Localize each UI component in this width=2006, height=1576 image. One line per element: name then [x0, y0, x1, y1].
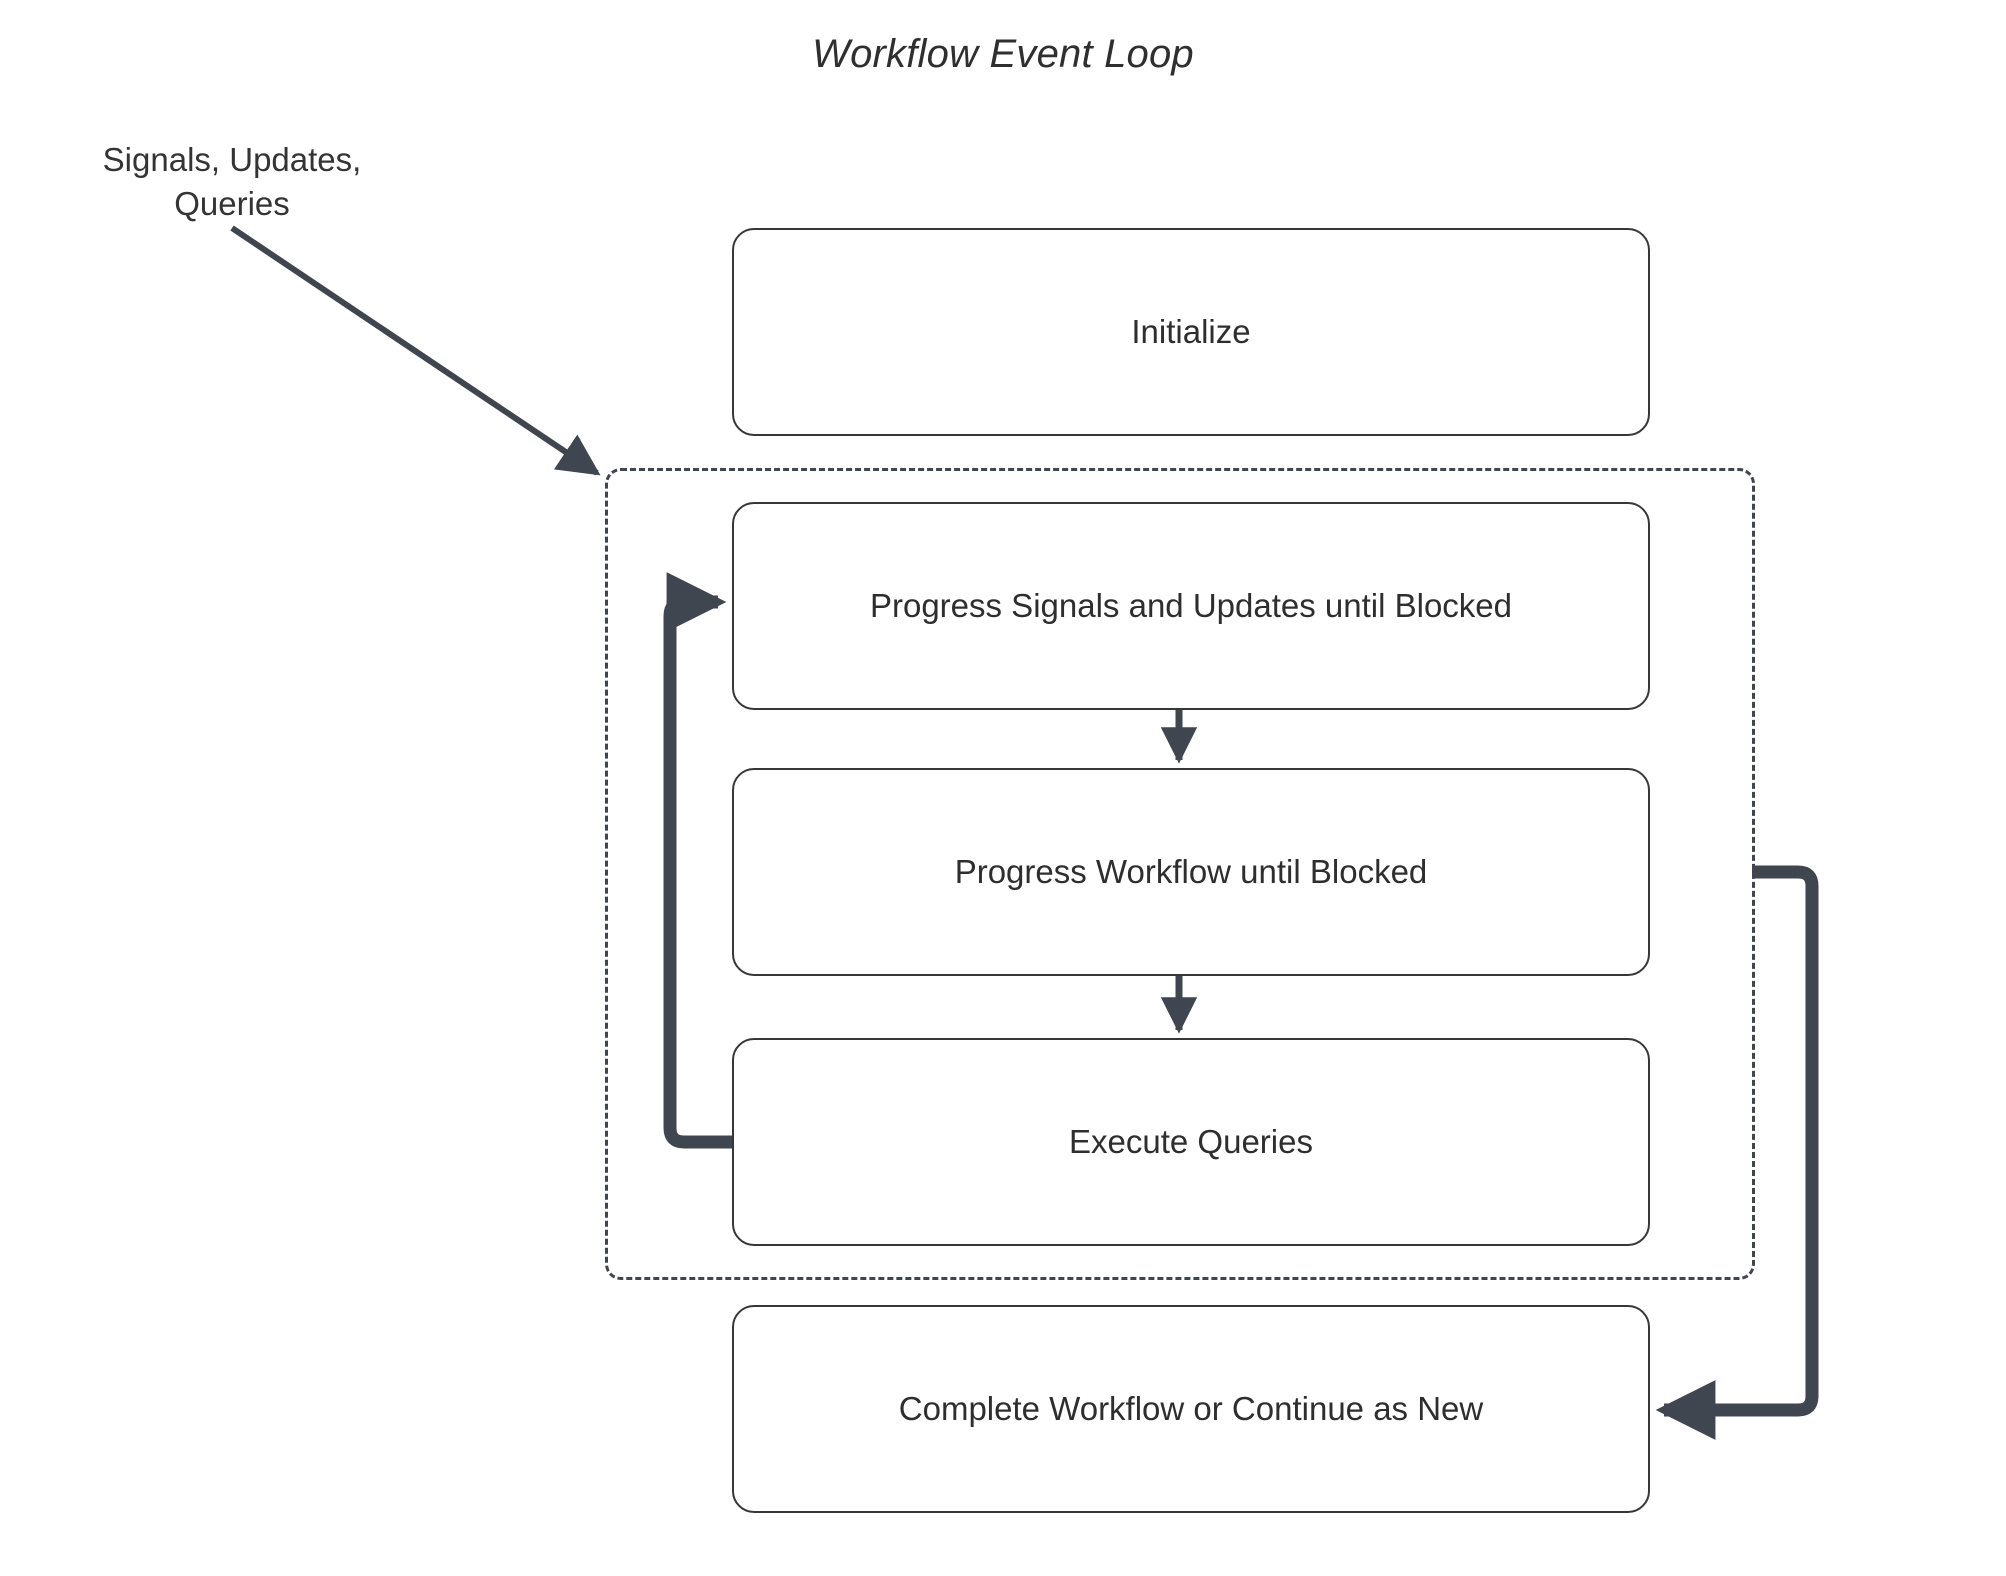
node-execute-queries[interactable]: Execute Queries — [732, 1038, 1650, 1246]
node-progress-signals-updates[interactable]: Progress Signals and Updates until Block… — [732, 502, 1650, 710]
loop-region-boundary — [605, 468, 1755, 1280]
node-progress-workflow-label: Progress Workflow until Blocked — [954, 853, 1428, 890]
node-complete-workflow[interactable]: Complete Workflow or Continue as New — [732, 1305, 1650, 1513]
node-execute-queries-label: Execute Queries — [1069, 1123, 1313, 1160]
node-progress-workflow[interactable]: Progress Workflow until Blocked — [732, 768, 1650, 976]
node-initialize-label: Initialize — [1131, 313, 1251, 350]
edge-external-input-to-loop — [230, 225, 601, 476]
external-input-label: Signals, Updates, Queries — [102, 141, 362, 222]
node-progress-signals-updates-label: Progress Signals and Updates until Block… — [869, 587, 1513, 624]
node-complete-workflow-label: Complete Workflow or Continue as New — [898, 1390, 1484, 1427]
node-initialize[interactable]: Initialize — [732, 228, 1650, 436]
page-title: Workflow Event Loop — [812, 32, 1194, 76]
